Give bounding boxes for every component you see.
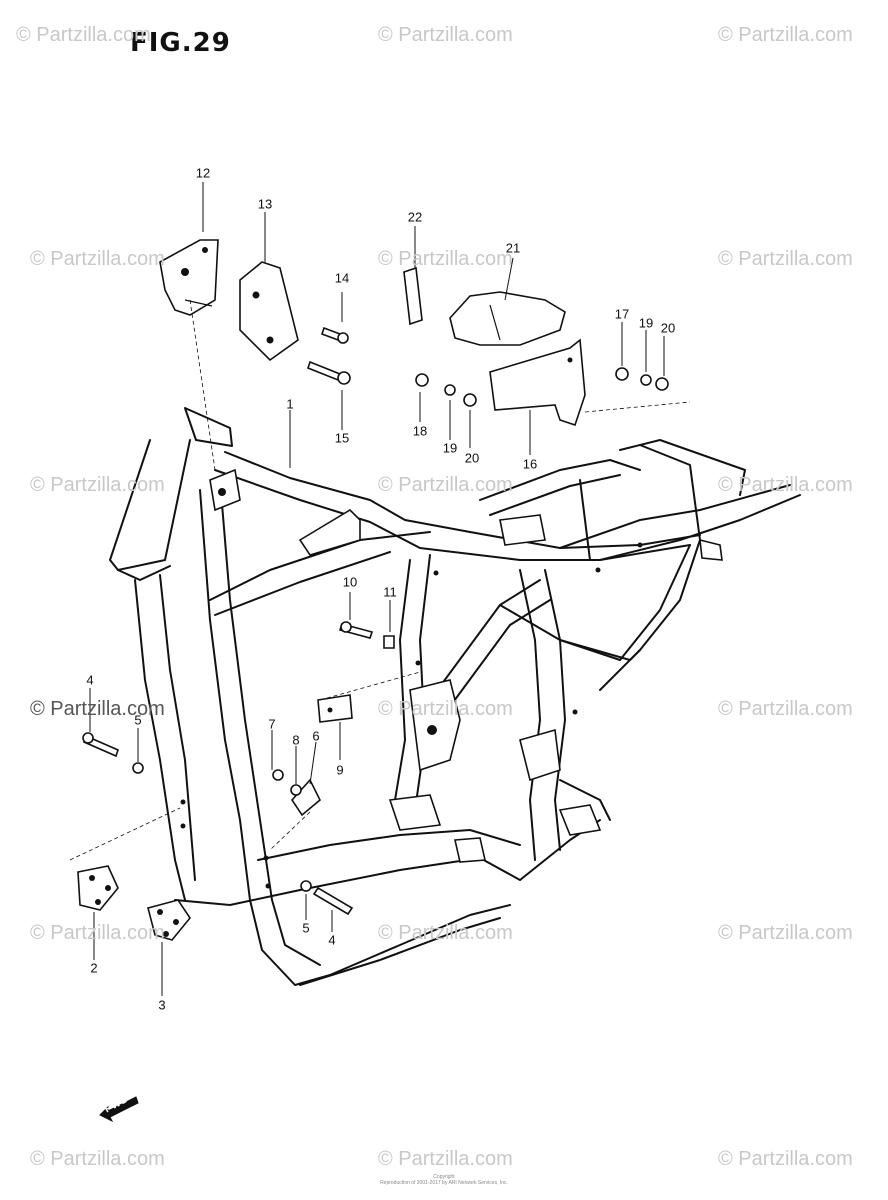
copyright-notice: Copyright Reproduction of 2001-2017 by A…: [0, 1174, 888, 1186]
callout-11: 11: [383, 584, 397, 600]
watermark: © Partzilla.com: [16, 24, 151, 46]
callout-22: 22: [407, 209, 423, 225]
watermark: © Partzilla.com: [378, 24, 513, 46]
callout-4-left: 4: [86, 672, 94, 688]
copyright-line-2: Reproduction of 2001-2017 by ARI Network…: [380, 1180, 508, 1186]
callout-19-left: 19: [442, 440, 458, 456]
callout-5-left: 5: [134, 712, 142, 728]
watermark: © Partzilla.com: [718, 24, 853, 46]
part-14-bolt: [320, 326, 349, 344]
part-21-cover: [449, 291, 566, 346]
part-9-plate: [317, 694, 353, 723]
part-3-plate: [147, 899, 191, 941]
callout-6: 6: [312, 728, 320, 744]
callout-12: 12: [195, 165, 211, 181]
callout-14: 14: [334, 270, 350, 286]
callout-3: 3: [158, 997, 166, 1013]
watermark: © Partzilla.com: [718, 698, 853, 720]
callout-16: 16: [522, 456, 538, 472]
callout-20-left: 20: [464, 450, 480, 466]
callout-9: 9: [336, 762, 344, 778]
frame-body: [109, 407, 801, 986]
callout-8: 8: [292, 732, 300, 748]
part-18-19-20-hardware: [415, 373, 477, 407]
watermark: © Partzilla.com: [378, 248, 513, 270]
watermark: © Partzilla.com: [30, 1148, 165, 1170]
watermark: © Partzilla.com: [30, 248, 165, 270]
part-13-bracket: [239, 261, 299, 362]
part-16-bracket: [489, 338, 586, 427]
forward-arrow-icon: [99, 1096, 139, 1123]
callout-10: 10: [342, 574, 358, 590]
callout-17: 17: [614, 306, 630, 322]
leader-lines: [89, 182, 665, 996]
assembly-lines: [69, 299, 691, 861]
callout-4-right: 4: [328, 932, 336, 948]
part-4-5-left: [82, 732, 144, 774]
callout-2: 2: [90, 960, 98, 976]
watermark: © Partzilla.com: [718, 474, 853, 496]
part-2-plate: [77, 865, 119, 911]
watermark: © Partzilla.com: [378, 474, 513, 496]
watermark: © Partzilla.com: [30, 922, 165, 944]
part-12-bracket: [159, 239, 219, 316]
watermark: © Partzilla.com: [718, 248, 853, 270]
callout-18: 18: [412, 423, 428, 439]
figure-title: FIG.29: [130, 28, 231, 58]
watermark: © Partzilla.com: [378, 922, 513, 944]
watermark: © Partzilla.com: [718, 1148, 853, 1170]
callout-1: 1: [286, 396, 294, 412]
callout-7: 7: [268, 716, 276, 732]
watermark: © Partzilla.com: [378, 698, 513, 720]
copyright-line-1: Copyright: [433, 1174, 455, 1180]
part-15-bolt: [307, 360, 351, 385]
callout-20-right: 20: [660, 320, 676, 336]
callout-19-right: 19: [638, 315, 654, 331]
callout-5-right: 5: [302, 920, 310, 936]
part-4-5-right: [300, 880, 354, 916]
part-17-19-20-hardware: [615, 367, 669, 391]
part-10-11-bolt-nut: [338, 621, 395, 649]
part-22-clip: [403, 266, 423, 326]
callout-15: 15: [334, 430, 350, 446]
callout-21: 21: [505, 240, 521, 256]
watermark: © Partzilla.com: [30, 474, 165, 496]
part-6-8-7-hardware: [272, 769, 321, 817]
callout-13: 13: [257, 196, 273, 212]
watermark: © Partzilla.com: [378, 1148, 513, 1170]
watermark: © Partzilla.com: [30, 698, 165, 720]
watermark: © Partzilla.com: [718, 922, 853, 944]
